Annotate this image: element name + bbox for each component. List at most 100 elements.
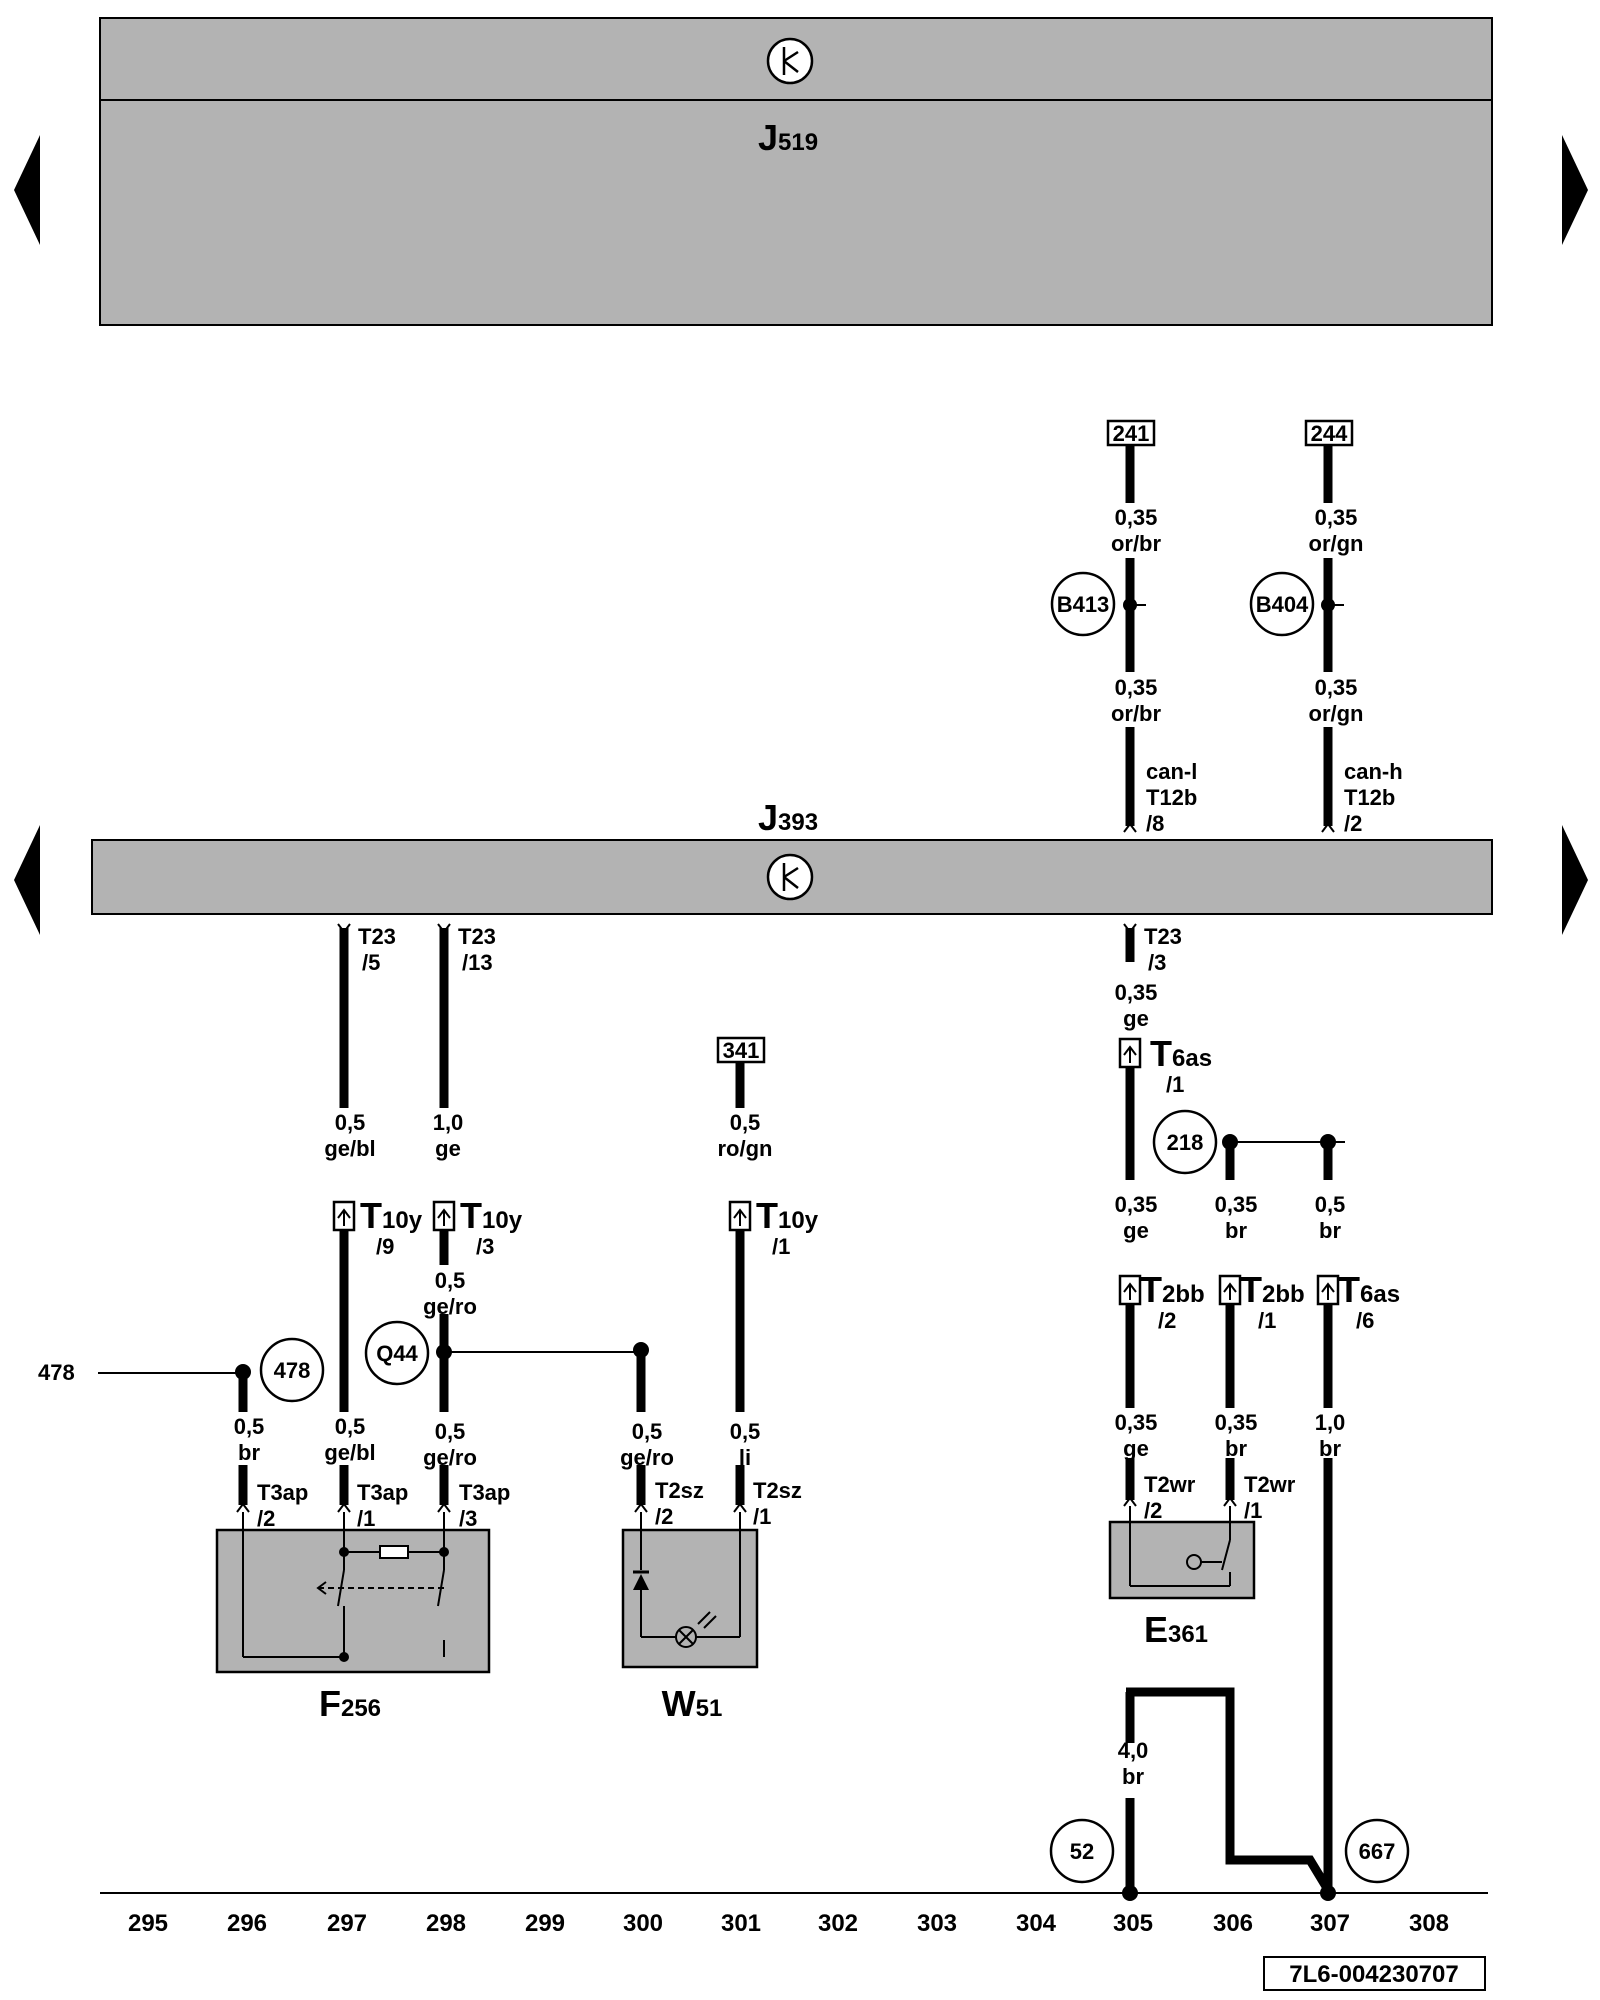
w51-letter: W <box>662 1683 696 1724</box>
c478-label: 478 <box>274 1358 311 1383</box>
ref-box-241[interactable]: 241 <box>1106 419 1156 447</box>
doc-code: 7L6-004230707 <box>1289 1961 1458 1988</box>
svg-text:0,5ge/ro: 0,5ge/ro <box>620 1419 674 1470</box>
ref-box-244[interactable]: 244 <box>1304 419 1354 447</box>
connector-t6as-6: T6as /6 <box>1316 1269 1400 1333</box>
svg-text:T2wr/1: T2wr/1 <box>1244 1472 1296 1523</box>
grid-299: 299 <box>525 1910 565 1937</box>
grid-295: 295 <box>128 1910 168 1937</box>
svg-text:/1: /1 <box>772 1234 790 1259</box>
ref-box-341[interactable]: 341 <box>716 1036 766 1064</box>
svg-text:T6as: T6as <box>1150 1033 1212 1074</box>
svg-text:T2bb: T2bb <box>1240 1269 1305 1310</box>
connector-t2bb-2: T2bb /2 <box>1118 1269 1205 1333</box>
grid-298: 298 <box>426 1910 466 1937</box>
svg-text:T3ap/3: T3ap/3 <box>459 1480 510 1531</box>
svg-text:T3ap/1: T3ap/1 <box>357 1480 408 1531</box>
prev-page-arrow-top[interactable] <box>14 135 40 245</box>
electronic-symbol-icon <box>766 37 814 85</box>
svg-text:0,5ge/ro: 0,5ge/ro <box>423 1419 477 1470</box>
f256-sub: 256 <box>341 1695 381 1722</box>
grid-304: 304 <box>1016 1910 1057 1937</box>
svg-text:T6as: T6as <box>1338 1269 1400 1310</box>
svg-text:0,5li: 0,5li <box>730 1419 761 1470</box>
grid-302: 302 <box>818 1910 858 1937</box>
svg-text:/3: /3 <box>476 1234 494 1259</box>
grid-297: 297 <box>327 1910 367 1937</box>
b404-label: B404 <box>1256 592 1309 617</box>
junction-dots <box>235 598 1336 1901</box>
doc-code-box: 7L6-004230707 <box>1263 1956 1486 1991</box>
next-page-arrow-bottom[interactable] <box>1562 825 1588 935</box>
svg-text:/9: /9 <box>376 1234 394 1259</box>
circle-667: 667 <box>1344 1818 1410 1884</box>
svg-text:T2sz/1: T2sz/1 <box>753 1478 802 1529</box>
svg-text:0,5ge/ro: 0,5ge/ro <box>423 1268 477 1319</box>
svg-text:/6: /6 <box>1356 1308 1374 1333</box>
e361-sub: 361 <box>1168 1621 1208 1648</box>
grid-301: 301 <box>721 1910 761 1937</box>
component-f256: F256 <box>215 1512 491 1724</box>
svg-text:T23/3: T23/3 <box>1144 924 1182 975</box>
svg-text:/2: /2 <box>1158 1308 1176 1333</box>
connector-t10y-9: T10y /9 <box>332 1195 423 1259</box>
ref-244-label: 244 <box>1311 421 1348 446</box>
w51-sub: 51 <box>696 1695 723 1722</box>
svg-text:T23/13: T23/13 <box>458 924 496 975</box>
wires <box>98 445 1488 1896</box>
j393-sub: 393 <box>778 809 818 836</box>
svg-text:T10y: T10y <box>460 1195 523 1236</box>
connector-t2bb-1: T2bb /1 <box>1218 1269 1305 1333</box>
svg-text:/1: /1 <box>1166 1072 1184 1097</box>
svg-text:J393: J393 <box>758 797 818 838</box>
svg-text:E361: E361 <box>1144 1609 1208 1650</box>
j393-letter: J <box>758 797 778 838</box>
f256-letter: F <box>319 1683 341 1724</box>
svg-text:T23/5: T23/5 <box>358 924 396 975</box>
svg-text:T2wr/2: T2wr/2 <box>1144 1472 1196 1523</box>
svg-text:T2bb: T2bb <box>1140 1269 1205 1310</box>
component-w51: W51 <box>621 1512 759 1724</box>
next-page-arrow-top[interactable] <box>1562 135 1588 245</box>
b413-label: B413 <box>1057 592 1110 617</box>
ref-341-label: 341 <box>723 1038 760 1063</box>
svg-text:T3ap/2: T3ap/2 <box>257 1480 308 1531</box>
circle-52: 52 <box>1049 1818 1115 1884</box>
svg-text:1,0ge: 1,0ge <box>433 1110 464 1161</box>
grid-numbers: 295 296 297 298 299 300 301 302 303 304 … <box>128 1910 1449 1937</box>
grid-300: 300 <box>623 1910 663 1937</box>
j519-letter: J <box>758 117 778 158</box>
component-e361: E361 <box>1108 1506 1256 1650</box>
side-label-478: 478 <box>38 1360 75 1385</box>
grid-307: 307 <box>1310 1910 1350 1937</box>
circle-q44: Q44 <box>364 1320 430 1386</box>
grid-308: 308 <box>1409 1910 1449 1937</box>
svg-text:0,5ro/gn: 0,5ro/gn <box>718 1110 773 1161</box>
svg-text:W51: W51 <box>662 1683 723 1724</box>
svg-text:0,5br: 0,5br <box>1315 1192 1346 1243</box>
svg-text:/1: /1 <box>1258 1308 1276 1333</box>
circle-218: 218 <box>1152 1109 1218 1175</box>
grid-306: 306 <box>1213 1910 1253 1937</box>
control-unit-j519: J519 <box>99 17 1493 326</box>
e361-letter: E <box>1144 1609 1168 1650</box>
c667-label: 667 <box>1359 1839 1396 1864</box>
control-unit-j393: J393 <box>91 797 1493 915</box>
grid-305: 305 <box>1113 1910 1153 1937</box>
prev-page-arrow-bottom[interactable] <box>14 825 40 935</box>
svg-text:4,0br: 4,0br <box>1118 1738 1149 1789</box>
q44-label: Q44 <box>376 1341 418 1366</box>
circle-b413: B413 <box>1050 571 1116 637</box>
